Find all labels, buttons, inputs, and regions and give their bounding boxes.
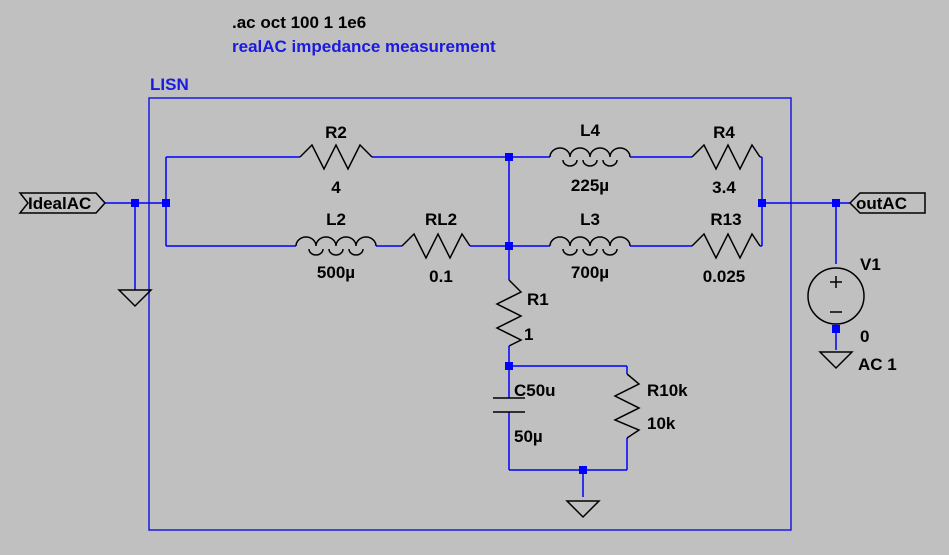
resistor-r4[interactable] (691, 143, 761, 171)
inductor-l2[interactable] (295, 236, 377, 247)
lisn-label: LISN (150, 75, 189, 94)
r13-value: 0.025 (703, 267, 746, 286)
v1-value: 0 (860, 327, 869, 346)
rl2-value: 0.1 (429, 267, 453, 286)
output-flag[interactable] (848, 192, 926, 214)
c50u-value: 50µ (514, 427, 543, 446)
r13-name: R13 (710, 210, 741, 229)
l4-name: L4 (580, 121, 600, 140)
l2-value: 500µ (317, 263, 355, 282)
input-flag-label: IdealAC (28, 194, 91, 213)
output-flag-label: outAC (856, 194, 907, 213)
resistor-r13[interactable] (691, 232, 761, 260)
ground-symbol-rc (565, 500, 601, 519)
l4-value: 225µ (571, 176, 609, 195)
ground-symbol-v1 (818, 351, 854, 370)
c50u-name: C50u (514, 381, 556, 400)
inductor-l3[interactable] (549, 236, 631, 247)
r1-value: 1 (524, 325, 533, 344)
r2-name: R2 (325, 123, 347, 142)
ground-symbol-input (117, 289, 153, 308)
capacitor-c50u[interactable] (493, 397, 525, 413)
junction-dots (131, 153, 840, 474)
input-flag[interactable] (18, 192, 107, 214)
r2-value: 4 (331, 178, 341, 197)
voltage-source-v1[interactable] (807, 267, 865, 325)
l3-value: 700µ (571, 263, 609, 282)
v1-ac: AC 1 (858, 355, 897, 374)
lisn-box (148, 97, 792, 531)
r4-name: R4 (713, 123, 735, 142)
r4-value: 3.4 (712, 178, 736, 197)
resistor-r2[interactable] (299, 143, 373, 171)
wires (105, 156, 850, 497)
r10k-name: R10k (647, 381, 688, 400)
resistor-rl2[interactable] (401, 232, 471, 260)
l3-name: L3 (580, 210, 600, 229)
spice-directive: .ac oct 100 1 1e6 (232, 13, 366, 32)
inductor-l4[interactable] (549, 147, 631, 158)
comment-text: realAC impedance measurement (232, 37, 496, 56)
resistor-r10k[interactable] (613, 373, 641, 439)
r1-name: R1 (527, 290, 549, 309)
r10k-value: 10k (647, 414, 676, 433)
rl2-name: RL2 (425, 210, 457, 229)
v1-name: V1 (860, 255, 881, 274)
resistor-r1[interactable] (495, 279, 523, 347)
l2-name: L2 (326, 210, 346, 229)
